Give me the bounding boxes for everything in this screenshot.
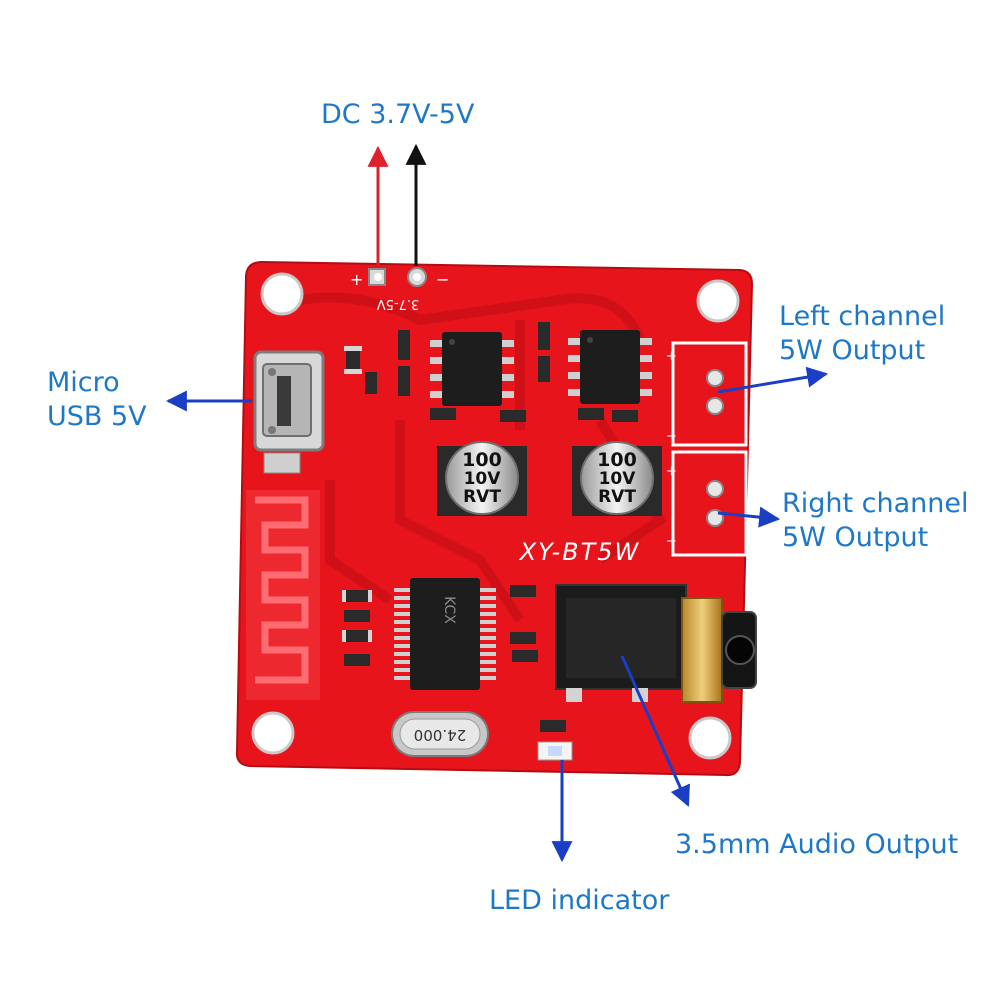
svg-text:+: + (666, 464, 677, 479)
pcb-traces (299, 292, 667, 623)
audio-output-label: 3.5mm Audio Output (675, 829, 959, 860)
amplifier-ic-right (568, 330, 652, 404)
power-pads: + − 3.7-5V (350, 267, 449, 311)
audio-output-arrow (620, 655, 690, 807)
audio-jack (555, 584, 757, 703)
capacitor-right-value: 100 (597, 449, 637, 471)
amplifier-ic-left (430, 332, 514, 406)
capacitor-right: 100 10V RVT (572, 441, 662, 516)
left-channel-label: Left channel 5W Output (779, 301, 946, 366)
capacitor-right-voltage: 10V (599, 469, 637, 489)
svg-text:+: + (666, 349, 677, 364)
smd-components (342, 322, 638, 732)
left-channel-arrow (717, 366, 829, 394)
bluetooth-antenna (246, 490, 320, 700)
dc-input-label: DC 3.7V-5V (321, 99, 475, 130)
right-channel-arrow (717, 506, 781, 528)
capacitor-left: 100 10V RVT (437, 441, 527, 516)
capacitor-left-voltage: 10V (464, 469, 502, 489)
svg-text:−: − (666, 429, 677, 444)
capacitor-right-series: RVT (598, 487, 636, 507)
led-indicator-label: LED indicator (489, 885, 670, 916)
bluetooth-ic-marking: KCX (441, 596, 457, 624)
callout-arrows (165, 143, 829, 863)
board-model-label: XY-BT5W (518, 538, 641, 566)
right-channel-label: Right channel 5W Output (782, 488, 969, 553)
svg-text:−: − (436, 270, 449, 289)
power-pad-label: 3.7-5V (377, 296, 420, 311)
svg-text:−: − (666, 534, 677, 549)
led-component (537, 741, 573, 761)
mounting-holes (251, 272, 740, 760)
crystal-oscillator: 24.000 (391, 711, 489, 757)
micro-usb-connector (253, 350, 325, 474)
micro-usb-label: Micro USB 5V (47, 367, 147, 432)
speaker-terminals: + − + − (666, 341, 748, 557)
capacitor-left-series: RVT (463, 487, 501, 507)
svg-text:+: + (350, 270, 363, 289)
crystal-marking: 24.000 (414, 726, 467, 744)
bluetooth-ic: KCX (394, 578, 496, 690)
capacitor-left-value: 100 (462, 449, 502, 471)
